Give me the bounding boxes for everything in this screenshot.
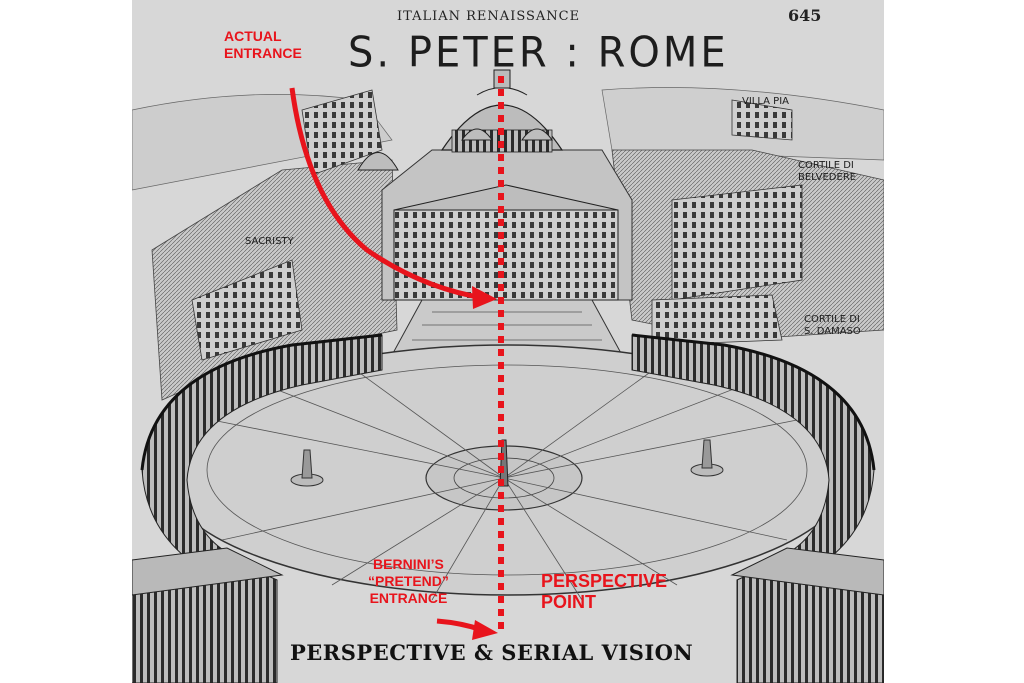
plate-title: S. PETER : ROME (348, 28, 729, 78)
fountain-right (690, 439, 724, 477)
st-peters-drawing (132, 0, 884, 683)
page-number: 645 (788, 6, 822, 25)
bernini-entrance-label: BERNINI’S “PRETEND” ENTRANCE (368, 556, 449, 606)
villa-pia-label: VILLA PIA (742, 96, 790, 107)
actual-entrance-arrow (289, 87, 485, 301)
fountain-left (290, 449, 324, 487)
sacristy-label: SACRISTY (245, 236, 294, 247)
illustration-plate (132, 0, 884, 683)
cortile-belvedere-label: CORTILE DI BELVEDERE (798, 160, 857, 183)
actual-entrance-label: ACTUAL ENTRANCE (224, 28, 302, 61)
bottom-caption: PERSPECTIVE & SERIAL VISION (290, 640, 694, 665)
perspective-point-label: PERSPECTIVE POINT (541, 571, 668, 612)
cortile-damaso-label: CORTILE DI S. DAMASO (804, 314, 861, 337)
plate-subtitle: ITALIAN RENAISSANCE (397, 9, 581, 24)
